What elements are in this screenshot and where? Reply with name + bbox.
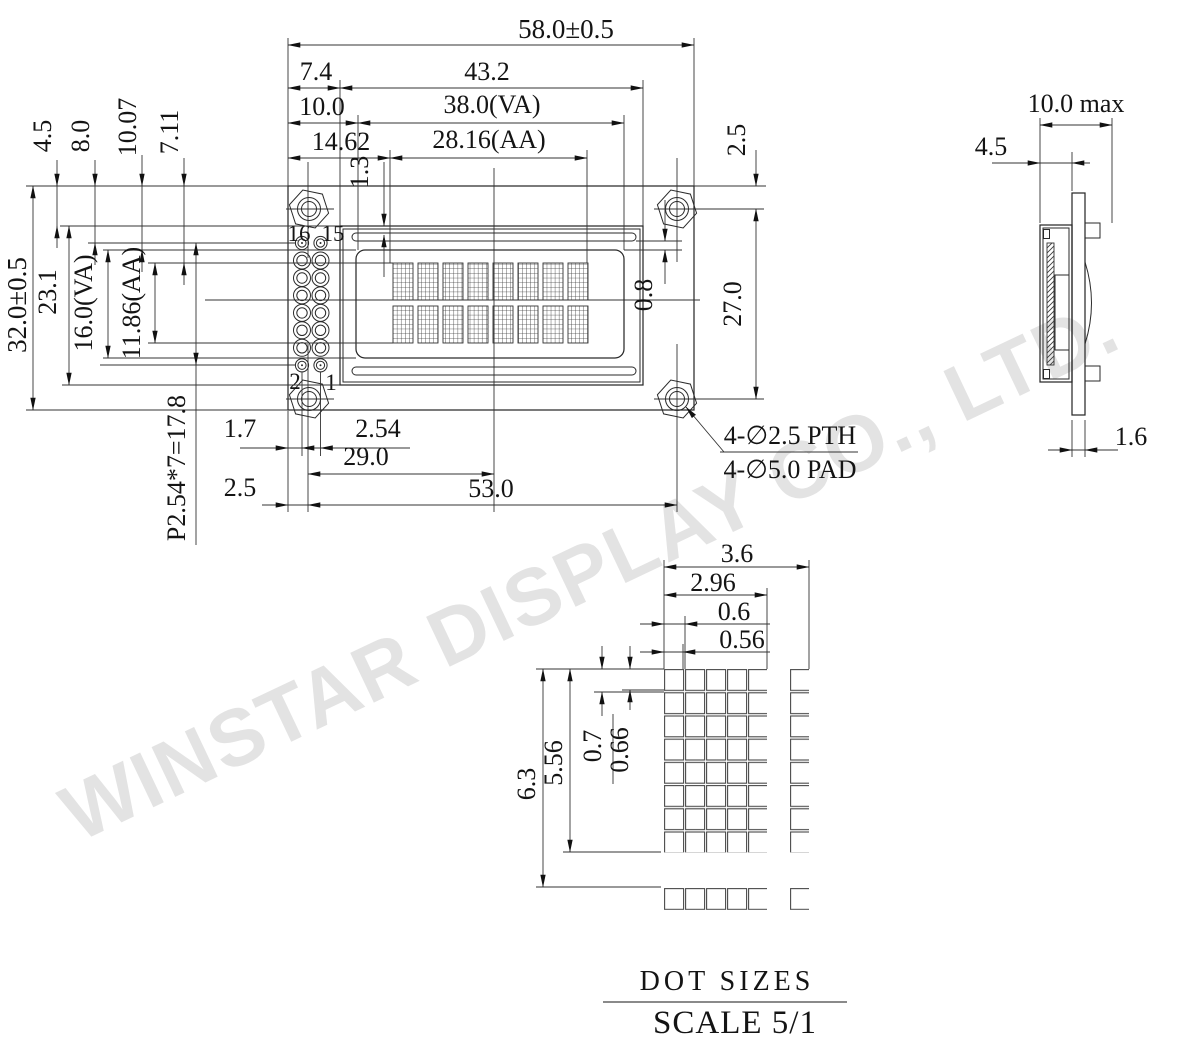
dim-1-3: 1.3 <box>345 156 374 189</box>
side-outline <box>1039 192 1101 416</box>
dim-29-0: 29.0 <box>343 442 389 471</box>
dim-43-2: 43.2 <box>464 57 510 86</box>
pin-label-1: 1 <box>325 370 337 395</box>
dim-2-5-right: 2.5 <box>722 124 751 157</box>
dim-5-56: 5.56 <box>539 740 568 786</box>
dim-total-height: 32.0±0.5 <box>2 257 32 353</box>
dim-7-4: 7.4 <box>300 57 333 86</box>
side-view: 10.0 max 4.5 1.6 <box>975 89 1148 457</box>
dot-size-detail: 3.6 2.96 0.6 0.56 6.3 5.56 0.7 0.66 DOT … <box>512 539 847 1041</box>
dim-4-5: 4.5 <box>28 120 57 153</box>
pin-label-2: 2 <box>289 369 301 394</box>
dim-1-6-pcb: 1.6 <box>1115 422 1148 451</box>
hole-note-pad: 4-∅5.0 PAD <box>724 455 857 484</box>
dim-2-54: 2.54 <box>355 414 401 443</box>
character-matrix <box>392 262 589 344</box>
dim-total-width: 58.0±0.5 <box>518 14 614 44</box>
lcd-bezel <box>339 225 644 386</box>
front-dim-lines-left <box>30 155 199 545</box>
dim-10-07: 10.07 <box>113 98 142 157</box>
dim-4-5-side: 4.5 <box>975 132 1008 161</box>
front-dim-lines-right <box>662 150 759 400</box>
dim-27-0: 27.0 <box>718 281 747 327</box>
front-dim-lines-bottom <box>240 406 858 508</box>
dim-1-7: 1.7 <box>224 414 257 443</box>
dim-2-5-bottom: 2.5 <box>224 473 257 502</box>
dim-10-0: 10.0 <box>299 92 345 121</box>
front-dim-lines-top <box>287 42 695 277</box>
dim-8-0: 8.0 <box>66 120 95 153</box>
dim-53-0: 53.0 <box>468 474 514 503</box>
dim-0-6: 0.6 <box>718 597 751 626</box>
dim-0-56: 0.56 <box>719 625 765 654</box>
dot-detail-title: DOT SIZES <box>640 966 815 997</box>
dim-pin-pitch: P2.54*7=17.8 <box>162 395 191 541</box>
dim-6-3: 6.3 <box>512 768 541 801</box>
dim-7-11: 7.11 <box>155 110 184 155</box>
dot-grid-5x8 <box>664 669 767 853</box>
dim-3-6: 3.6 <box>721 539 754 568</box>
dim-23-1: 23.1 <box>33 269 62 315</box>
dim-va-width: 38.0(VA) <box>443 90 540 119</box>
dot-corner <box>790 888 809 910</box>
pin-label-15: 15 <box>322 221 345 246</box>
side-dim-lines <box>992 122 1118 453</box>
dim-0-8: 0.8 <box>629 279 658 312</box>
dim-2-96: 2.96 <box>690 568 736 597</box>
dot-column-6 <box>790 669 809 853</box>
dim-aa-width: 28.16(AA) <box>432 125 545 154</box>
hole-note-pth: 4-∅2.5 PTH <box>724 421 857 450</box>
front-view: 16 15 2 1 <box>2 14 858 545</box>
dot-detail-scale: SCALE 5/1 <box>653 1005 817 1041</box>
pin-label-16: 16 <box>288 221 311 246</box>
pin-header <box>293 235 330 373</box>
dim-aa-height: 11.86(AA) <box>117 247 146 359</box>
dot-row-9 <box>664 888 767 910</box>
dim-thickness-max: 10.0 max <box>1028 89 1125 118</box>
dim-14-62: 14.62 <box>312 127 371 156</box>
dim-0-66: 0.66 <box>605 727 634 773</box>
dim-0-7: 0.7 <box>578 730 607 763</box>
extension-lines <box>26 38 766 512</box>
dot-dim-lines <box>540 564 810 888</box>
pcb-outline <box>287 185 695 411</box>
dim-va-height: 16.0(VA) <box>69 254 98 351</box>
